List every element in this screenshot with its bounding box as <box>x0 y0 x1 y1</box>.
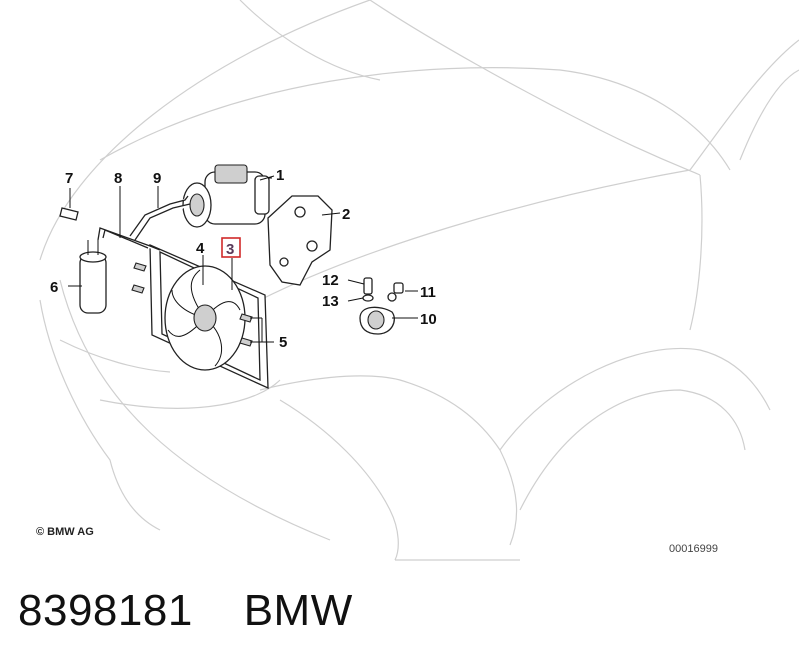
receiver-drier <box>79 240 107 314</box>
brand-name: BMW <box>243 586 353 635</box>
compressor-bracket <box>267 195 333 286</box>
label-2: 2 <box>342 206 350 223</box>
refrigerant-lines <box>97 195 191 251</box>
label-11: 11 <box>420 284 436 301</box>
label-9: 9 <box>153 170 161 187</box>
ac-compressor <box>182 164 272 228</box>
label-13: 13 <box>322 293 339 310</box>
diagram-number: 00016999 <box>669 543 718 555</box>
leader-lines <box>68 175 418 343</box>
label-5: 5 <box>279 334 287 351</box>
label-1: 1 <box>276 167 284 184</box>
pressure-switch <box>59 207 79 221</box>
screws <box>131 262 253 347</box>
temperature-switch-parts <box>359 277 404 335</box>
car-body-sketch <box>39 0 799 561</box>
part-number: 8398181 <box>18 586 193 635</box>
label-8: 8 <box>114 170 122 187</box>
label-12: 12 <box>322 272 339 289</box>
label-7: 7 <box>65 170 73 187</box>
label-10: 10 <box>420 311 437 328</box>
condenser-fan-assembly <box>149 243 269 390</box>
label-4: 4 <box>196 240 205 257</box>
callout-labels: 1 2 3 4 5 6 7 8 9 10 11 12 13 <box>50 167 437 351</box>
copyright-text: © BMW AG <box>36 526 94 538</box>
label-3: 3 <box>226 241 234 258</box>
label-6: 6 <box>50 279 58 296</box>
highlight-box <box>221 237 241 258</box>
part-footer: 8398181 BMW <box>18 586 353 636</box>
